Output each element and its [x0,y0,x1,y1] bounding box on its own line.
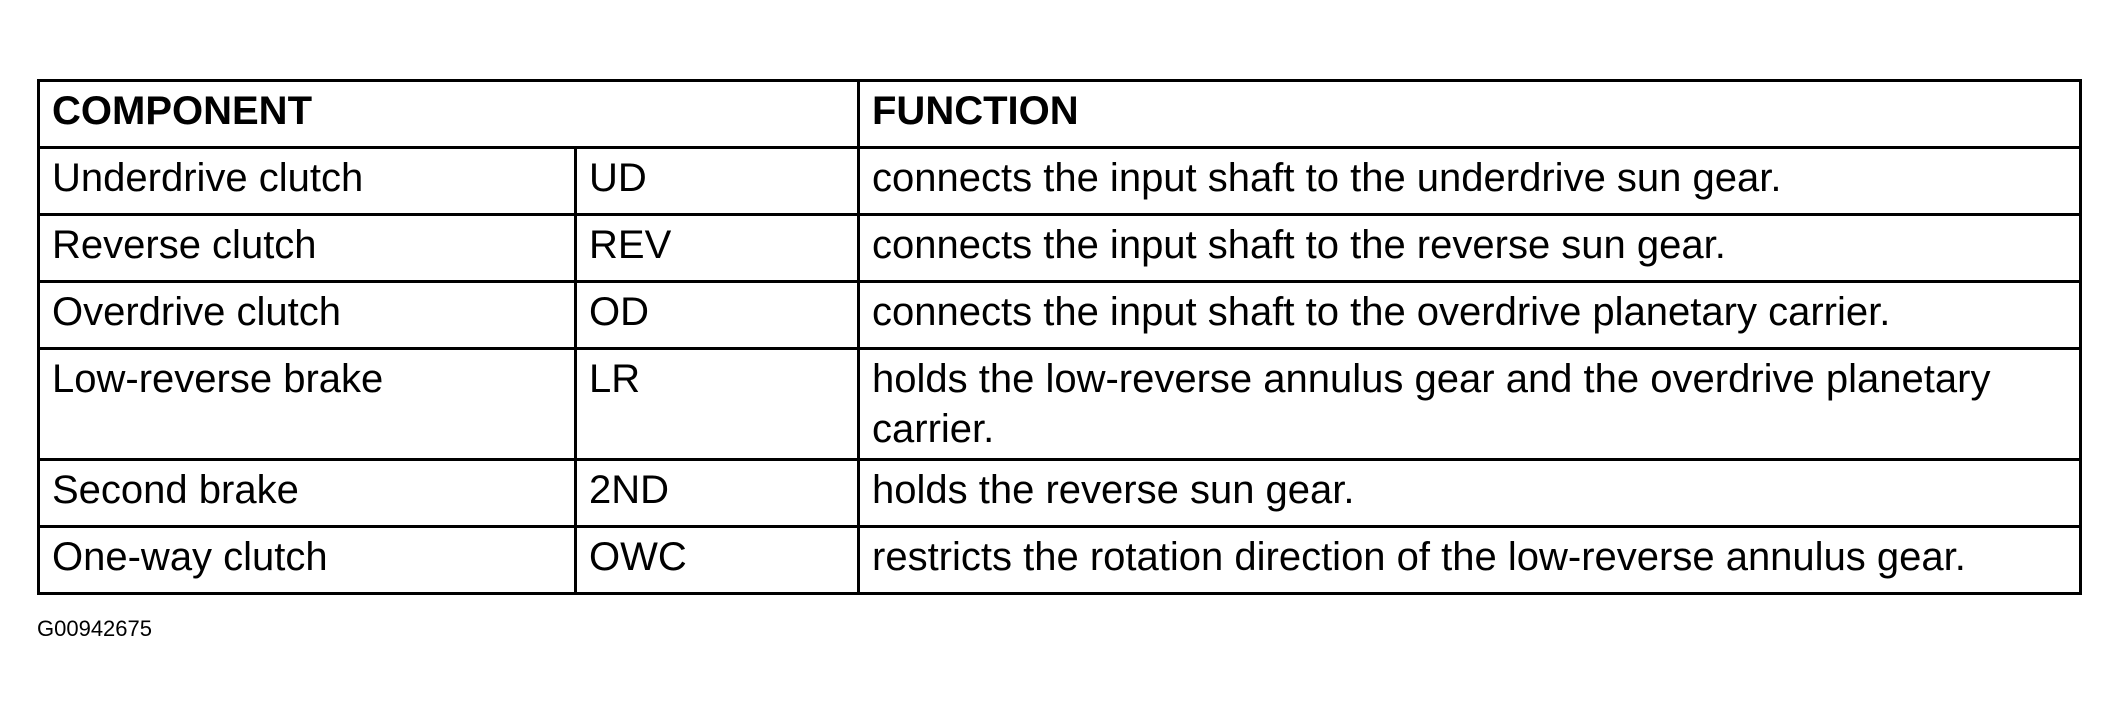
component-abbreviation: LR [574,347,860,461]
table-row: One-way clutch OWC restricts the rotatio… [37,525,2082,595]
component-function: holds the reverse sun gear. [857,458,2082,528]
component-function-table: COMPONENT FUNCTION Underdrive clutch UD … [37,79,2082,595]
component-name: Second brake [37,458,577,528]
header-function: FUNCTION [857,79,2082,149]
table-row: Overdrive clutch OD connects the input s… [37,280,2082,350]
table-row: Low-reverse brake LR holds the low-rever… [37,347,2082,461]
component-function: holds the low-reverse annulus gear and t… [857,347,2082,461]
component-function: connects the input shaft to the reverse … [857,213,2082,283]
component-abbreviation: REV [574,213,860,283]
table-row: Reverse clutch REV connects the input sh… [37,213,2082,283]
component-name: One-way clutch [37,525,577,595]
component-function: restricts the rotation direction of the … [857,525,2082,595]
figure-id: G00942675 [37,616,152,641]
component-name: Low-reverse brake [37,347,577,461]
component-name: Underdrive clutch [37,146,577,216]
component-abbreviation: OD [574,280,860,350]
component-abbreviation: 2ND [574,458,860,528]
table-header-row: COMPONENT FUNCTION [37,79,2082,149]
table-row: Second brake 2ND holds the reverse sun g… [37,458,2082,528]
component-name: Overdrive clutch [37,280,577,350]
component-abbreviation: UD [574,146,860,216]
component-name: Reverse clutch [37,213,577,283]
component-abbreviation: OWC [574,525,860,595]
table-row: Underdrive clutch UD connects the input … [37,146,2082,216]
component-function: connects the input shaft to the overdriv… [857,280,2082,350]
header-component: COMPONENT [37,79,860,149]
component-function: connects the input shaft to the underdri… [857,146,2082,216]
